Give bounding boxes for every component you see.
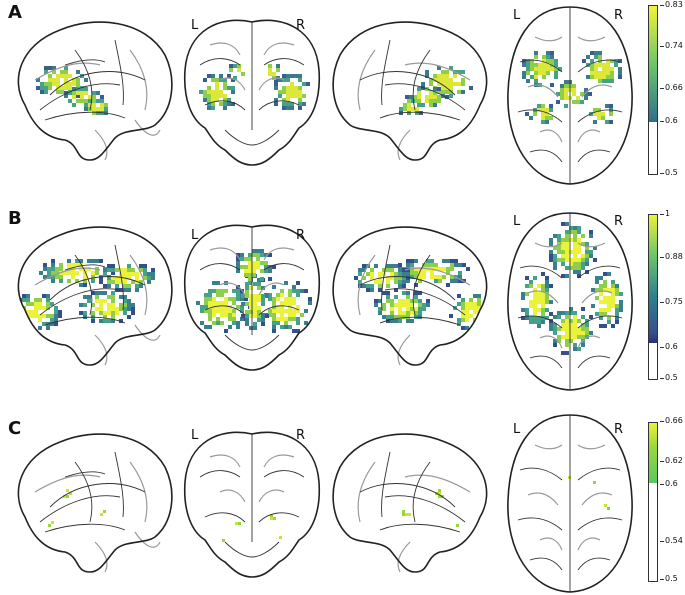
colorbar-tick: 0.75 (660, 297, 683, 306)
brain-view-sagittal-left (5, 215, 175, 380)
colorbar-tick: 0.66 (660, 83, 683, 92)
brain-view-axial (500, 208, 640, 393)
colorbar-tick: 0.74 (660, 41, 683, 50)
colorbar-tick: 0.6 (660, 116, 678, 125)
activation-map (354, 259, 487, 330)
panel-letter: B (8, 208, 22, 229)
brain-outline-svg (332, 226, 488, 366)
colorbar (648, 5, 658, 175)
brain-view-axial (500, 2, 640, 187)
brain-view-sagittal-left (5, 422, 175, 587)
hemisphere-right-label: R (614, 422, 624, 437)
colorbar-tick: 0.5 (660, 168, 678, 177)
hemisphere-left-label: L (191, 18, 199, 33)
activation-map (196, 249, 312, 333)
colorbar-tick: 0.66 (660, 416, 683, 425)
brain-view-sagittal-right (330, 422, 500, 587)
activation-map (399, 66, 473, 115)
brain-view-coronal (180, 10, 325, 170)
activation-map (521, 222, 623, 355)
brain-view-coronal (180, 215, 325, 375)
brain-view-axial (500, 410, 640, 595)
panel-letter: A (8, 2, 22, 23)
colorbar (648, 422, 658, 582)
hemisphere-left-label: L (191, 228, 199, 243)
colorbar-tick: 0.5 (660, 373, 678, 382)
brain-outline-svg (183, 19, 321, 166)
colorbar-tick: 0.62 (660, 456, 683, 465)
hemisphere-right-label: R (296, 428, 306, 443)
panel-b: B L R L R 1 0.88 0.75 0.6 0.5 (0, 200, 685, 393)
panel-letter: C (8, 418, 22, 439)
colorbar-tick: 1 (659, 209, 671, 218)
colorbar-tick: 0.88 (660, 252, 683, 261)
brain-view-sagittal-right (330, 215, 500, 380)
hemisphere-right-label: R (614, 8, 624, 23)
hemisphere-left-label: L (513, 214, 521, 229)
colorbar-tick: 0.6 (660, 479, 678, 488)
colorbar-tick: 0.5 (660, 574, 678, 583)
brain-view-coronal (180, 422, 325, 582)
brain-outline-svg (17, 226, 173, 366)
brain-view-sagittal-right (330, 10, 500, 175)
brain-outline-svg (17, 433, 173, 573)
brain-outline-svg (507, 414, 633, 593)
hemisphere-right-label: R (614, 214, 624, 229)
hemisphere-left-label: L (513, 422, 521, 437)
panel-a: A L R L R 0.83 0.74 0.66 0.6 0.5 (0, 0, 685, 190)
hemisphere-right-label: R (296, 228, 306, 243)
colorbar-tick: 0.6 (660, 342, 678, 351)
activation-map (568, 476, 610, 510)
brain-outline-svg (332, 433, 488, 573)
activation-map (402, 489, 459, 527)
hemisphere-left-label: L (513, 8, 521, 23)
hemisphere-left-label: L (191, 428, 199, 443)
hemisphere-right-label: R (296, 18, 306, 33)
colorbar-tick: 0.83 (660, 0, 683, 9)
brain-outline-svg (332, 21, 488, 161)
brain-outline-svg (183, 224, 321, 371)
colorbar (648, 214, 658, 380)
activation-map (199, 64, 310, 110)
brain-outline-svg (17, 21, 173, 161)
brain-outline-svg (507, 212, 633, 391)
brain-view-sagittal-left (5, 10, 175, 175)
colorbar-tick: 0.54 (660, 536, 683, 545)
brain-outline-svg (183, 431, 321, 578)
activation-map (222, 514, 282, 542)
activation-map (522, 51, 622, 124)
panel-c: C L R L R 0.66 0.62 0.6 0.54 0.5 (0, 400, 685, 593)
brain-outline-svg (507, 6, 633, 185)
activation-map (48, 489, 106, 527)
